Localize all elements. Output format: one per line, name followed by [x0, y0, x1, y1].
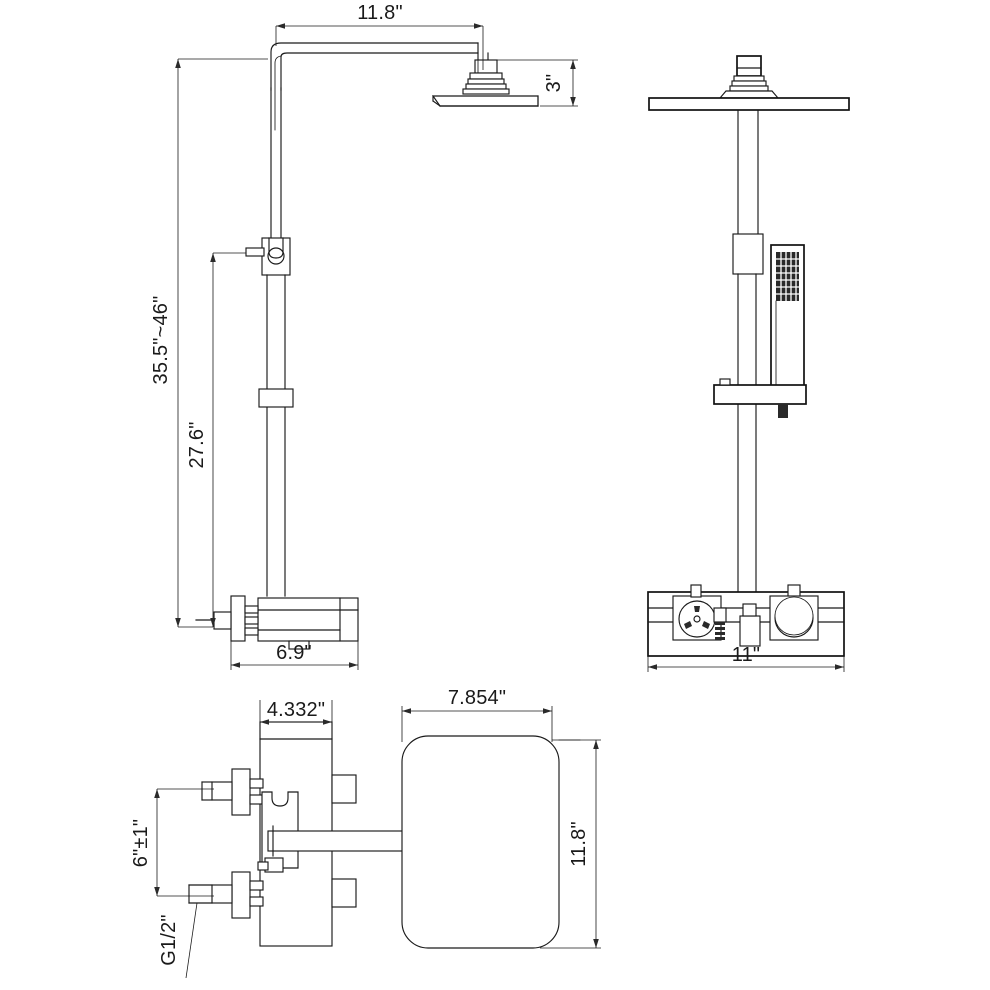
- top-view: [188, 721, 581, 949]
- dim-label-inlet-thread: G1/2": [158, 914, 180, 965]
- dim-label-head-height: 3": [543, 74, 565, 93]
- dim-label-head-width: 7.854": [448, 687, 506, 709]
- dim-overall-height: 35.5"~46": [150, 58, 268, 628]
- side-shower-head: [431, 59, 539, 107]
- dim-riser-height: 27.6": [186, 252, 246, 627]
- side-riser-tube: [266, 274, 286, 597]
- front-view-dimensions: 11": [647, 644, 845, 672]
- front-shower-head: [648, 55, 850, 111]
- side-view-dimensions: 11.8" 3" 35.5"~46" 27.6": [150, 2, 578, 670]
- front-valve-body: [647, 584, 845, 657]
- dim-valve-width: 11": [647, 644, 845, 672]
- dim-valve-depth: 6.9": [230, 641, 359, 670]
- top-view-dimensions: 4.332" 7.854" 11.8" 6"±1": [130, 687, 601, 979]
- dim-head-height: 3": [497, 59, 578, 107]
- side-valve-body: [195, 595, 359, 650]
- dim-label-arm-reach: 11.8": [357, 2, 403, 24]
- dim-label-valve-body-width: 4.332": [267, 699, 325, 721]
- top-shower-head: [401, 735, 581, 949]
- dim-label-valve-depth: 6.9": [276, 642, 312, 664]
- handshower-spray-grid: [776, 252, 799, 301]
- dim-label-head-depth: 11.8": [568, 821, 590, 867]
- side-view: [195, 42, 539, 650]
- dim-label-valve-width: 11": [732, 644, 760, 666]
- dim-head-depth: 11.8": [540, 739, 601, 949]
- dim-label-riser-height: 27.6": [186, 421, 208, 468]
- front-view: [647, 55, 850, 657]
- dim-label-overall-height: 35.5"~46": [150, 296, 172, 385]
- dim-arm-reach: 11.8": [275, 2, 484, 70]
- side-shower-arm: [270, 42, 489, 241]
- side-diverter: [245, 237, 291, 276]
- dim-inlet-thread: G1/2": [158, 902, 198, 979]
- front-handshower: [770, 244, 805, 394]
- side-slider-bracket: [258, 388, 294, 408]
- front-riser-lower: [737, 273, 757, 593]
- dim-valve-body-width: 4.332": [259, 699, 333, 726]
- dim-head-width: 7.854": [401, 687, 553, 742]
- threaded-outlet-hatch: [715, 622, 725, 640]
- front-holder-bracket: [713, 378, 807, 418]
- dim-label-inlet-spacing: 6"±1": [130, 819, 152, 867]
- front-mid-coupling: [732, 233, 764, 275]
- dim-inlet-spacing: 6"±1": [130, 788, 214, 897]
- front-riser-upper: [737, 109, 759, 235]
